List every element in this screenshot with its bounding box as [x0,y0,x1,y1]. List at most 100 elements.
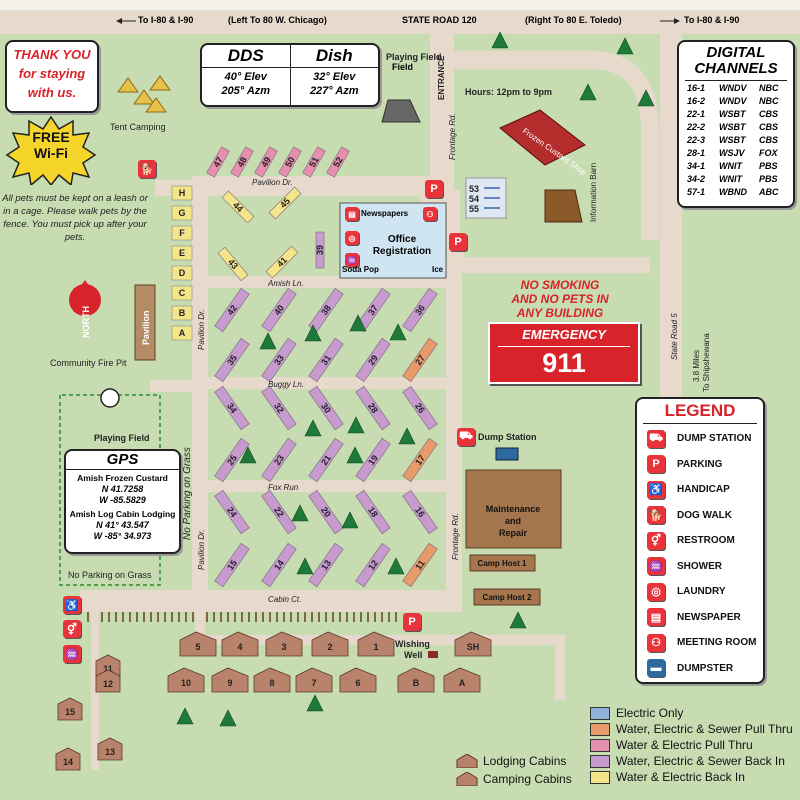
campsite: 32 [261,385,297,431]
pavilion-building [134,284,156,361]
state-road-5 [660,30,682,400]
top-left-arrow-label: To I-80 & I-90 [138,15,194,25]
cabin-roof [311,631,349,657]
campsite: 34 [214,385,250,431]
tent-site-letter: A [179,328,186,338]
channel-network: ABC [759,187,779,197]
shower-icon-bottom: ♒ [63,645,81,663]
camp-host-2-label: Camp Host 2 [483,593,532,602]
camping-cabin-roof [57,697,83,721]
gps-box: GPS Amish Frozen Custard N 41.7258 W -85… [64,449,181,554]
campsite: 12 [355,542,391,588]
playing-field-top-line2: Field [392,62,414,72]
tent-site-letter: D [179,268,186,278]
satellite-dish: Dish 32° Elev 227° Azm [290,45,378,105]
tree-icon [259,332,277,350]
gps-title: GPS [66,451,179,470]
tree-icon [219,709,237,727]
legend-item-label: NEWSPAPER [677,611,741,623]
campsite: 30 [308,385,344,431]
channels-title-1: DIGITAL [706,44,766,61]
cabin-number: A [459,678,466,688]
satellite-dds: DDS 40° Elev 205° Azm [202,45,291,105]
laundry-icon: ◎ [647,582,665,601]
campsite-number: 49 [259,155,273,169]
campsite: 21 [308,437,344,483]
soda-pop-label: Soda Pop [342,265,379,274]
wishing-well-icon [428,651,438,658]
campsite: 13 [308,542,344,588]
north-label: NORTH [81,306,91,338]
dish-elev: 32° Elev [290,67,378,84]
tent-site-pad [171,245,193,261]
shipshewana-label-2: To Shipshewana [702,333,711,392]
legend-item-label: DUMP STATION [677,433,752,445]
campsite: 49 [254,146,278,178]
legend-item-label: SHOWER [677,560,722,572]
site-type-row: Electric Only [590,705,800,721]
campsite-number: 30 [319,401,333,415]
tent-site-letter: F [179,228,185,238]
channel-station: WNDV [719,96,747,106]
cabin: B [397,667,435,693]
cabin: 5 [179,631,217,657]
north-arrow-icon [69,280,101,316]
channel-network: PBS [759,161,778,171]
tree-icon [176,707,194,725]
campsite-pad [308,542,344,588]
meeting-room-icon: ⚇ [647,633,665,652]
dds-elev: 40° Elev [202,67,290,84]
cabin-roof [295,667,333,693]
channel-number: 28-1 [687,148,706,158]
dump-station-label: Dump Station [478,432,537,442]
dish-azm: 227° Azm [309,85,359,97]
campsite-number: 39 [315,245,325,255]
campsite: 20 [308,489,344,535]
camping-cabin: 14 [55,747,81,771]
laundry-icon: ◎ [345,231,359,245]
campsite-pad [402,437,438,483]
campsite: 24 [214,489,250,535]
campsite-number: 26 [413,401,427,415]
cabin-roof [357,631,395,657]
channel-station: WBND [719,187,747,197]
cabin-number: 3 [281,642,286,652]
frontage-rd-top-label: Frontage Rd. [448,113,457,160]
camp-host-1-label: Camp Host 1 [478,559,527,568]
dump-station-icon: ⛟ [457,428,475,446]
campsite: 42 [214,287,250,333]
maintenance-label-2: and [505,516,521,526]
campsite: 50 [278,146,302,178]
site-type-row: Water, Electric & Sewer Back In [590,753,800,769]
legend-title: LEGEND [643,399,757,424]
tent-site: H [171,185,193,201]
tent-site-letter: C [179,288,186,298]
newspapers-label: Newspapers [361,209,409,218]
state-road-120-label: STATE ROAD 120 [402,15,477,25]
legend-item: ♿HANDICAP [647,477,763,503]
cabin: 6 [339,667,377,693]
no-smoking-line-3: ANY BUILDING [516,306,604,320]
campsite: 40 [261,287,297,333]
campsite-pad [278,146,302,178]
handicap-icon: ♿ [647,480,665,499]
tent-site: F [171,225,193,241]
campsite: 16 [402,489,438,535]
gps-place-2: Amish Log Cabin Lodging [69,509,176,519]
cabin-number: 6 [355,678,360,688]
dog-walk-icon: 🐕 [138,160,156,178]
campsite-pad [214,385,250,431]
camping-cabin-number: 12 [103,679,113,689]
fire-pit-icon [100,388,120,408]
cabin-number: 5 [195,642,200,652]
legend-item-label: MEETING ROOM [677,637,757,649]
campsite-number: 48 [235,155,249,169]
playing-field-boundary [59,394,161,586]
legend-item-label: PARKING [677,458,723,470]
site-type-row: Water, Electric & Sewer Pull Thru [590,721,800,737]
campsite: 26 [402,385,438,431]
tent-camping-icon [117,75,171,113]
